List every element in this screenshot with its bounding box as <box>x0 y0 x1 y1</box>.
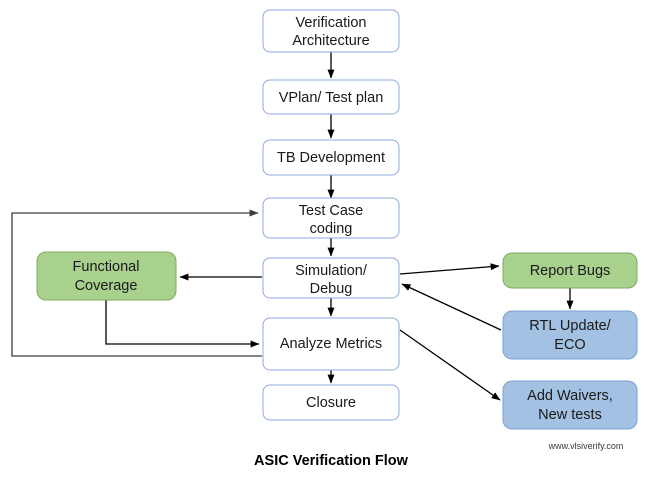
node-report-bugs-line1: Report Bugs <box>530 263 611 279</box>
node-closure[interactable]: Closure <box>262 384 400 421</box>
edge-coverage-to-analyze <box>105 300 260 348</box>
node-add-waivers-new-tests-box <box>502 380 638 430</box>
node-vplan-test-plan-box <box>262 79 400 115</box>
node-functional-coverage-line1: Functional <box>73 259 140 275</box>
node-tb-development[interactable]: TB Development <box>262 139 400 176</box>
node-simulation-debug-line1: Simulation/ <box>295 263 368 279</box>
node-rtl-update-eco-line2: ECO <box>554 337 585 353</box>
node-verification-architecture-line2: Architecture <box>292 33 369 49</box>
node-add-waivers-new-tests-line2: New tests <box>538 407 602 423</box>
node-rtl-update-eco-line1: RTL Update/ <box>529 318 611 334</box>
node-simulation-debug-box <box>262 257 400 299</box>
node-test-case-coding-box <box>262 197 400 239</box>
node-report-bugs-box <box>502 252 638 289</box>
node-add-waivers-new-tests-line1: Add Waivers, <box>527 388 613 404</box>
node-report-bugs[interactable]: Report Bugs <box>502 252 638 289</box>
node-simulation-debug-line2: Debug <box>310 281 353 297</box>
edge-analyze-to-waivers <box>399 329 501 401</box>
node-closure-line1: Closure <box>306 395 356 411</box>
diagram-title: ASIC Verification Flow <box>254 453 409 469</box>
node-analyze-metrics-box <box>262 317 400 371</box>
edge-analyze-to-testcase-loop <box>11 209 262 357</box>
node-functional-coverage-line2: Coverage <box>75 278 138 294</box>
node-functional-coverage-box <box>36 251 177 301</box>
node-test-case-coding-line1: Test Case <box>299 203 363 219</box>
watermark-text: www.vlsiverify.com <box>548 441 624 451</box>
node-analyze-metrics-line1: Analyze Metrics <box>280 336 382 352</box>
node-test-case-coding[interactable]: Test Case coding <box>262 197 400 239</box>
node-test-case-coding-line2: coding <box>310 221 353 237</box>
node-verification-architecture[interactable]: Verification Architecture <box>262 9 400 53</box>
node-closure-box <box>262 384 400 421</box>
node-tb-development-box <box>262 139 400 176</box>
node-rtl-update-eco-box <box>502 310 638 360</box>
edge-sim-to-reportbugs <box>399 263 500 275</box>
node-vplan-test-plan-line1: VPlan/ Test plan <box>279 90 384 106</box>
node-verification-architecture-line1: Verification <box>296 15 367 31</box>
edge-rtl-to-sim <box>401 283 502 331</box>
edge-layer <box>11 52 574 401</box>
node-add-waivers-new-tests[interactable]: Add Waivers, New tests <box>502 380 638 430</box>
node-analyze-metrics[interactable]: Analyze Metrics <box>262 317 400 371</box>
node-simulation-debug[interactable]: Simulation/ Debug <box>262 257 400 299</box>
node-verification-architecture-box <box>262 9 400 53</box>
node-tb-development-line1: TB Development <box>277 150 385 166</box>
node-vplan-test-plan[interactable]: VPlan/ Test plan <box>262 79 400 115</box>
node-functional-coverage[interactable]: Functional Coverage <box>36 251 177 301</box>
node-rtl-update-eco[interactable]: RTL Update/ ECO <box>502 310 638 360</box>
